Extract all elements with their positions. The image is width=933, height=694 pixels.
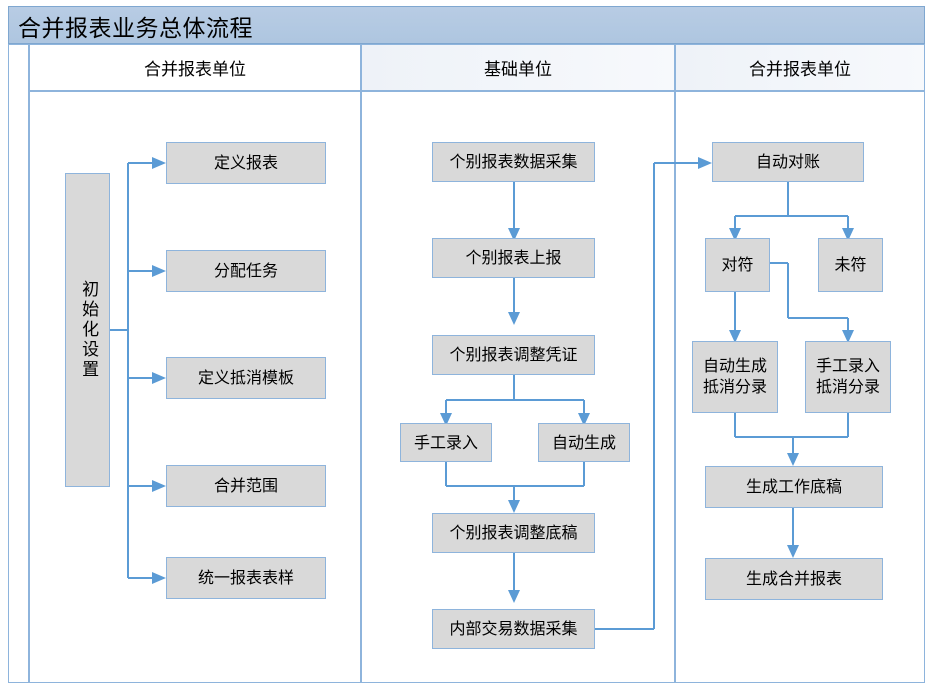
node-auto-generate-offset-entry-line2: 抵消分录 (702, 377, 767, 396)
node-unify-report-form[interactable]: 统一报表表样 (166, 557, 326, 599)
node-generate-merged-report[interactable]: 生成合并报表 (705, 558, 883, 600)
lane-left-strip (8, 44, 29, 683)
node-auto-generate[interactable]: 自动生成 (538, 423, 630, 462)
node-auto-generate-offset-entry[interactable]: 自动生成 抵消分录 (692, 341, 778, 413)
diagram-title-bar (8, 6, 925, 44)
node-manual-entry[interactable]: 手工录入 (400, 423, 492, 462)
node-assign-task[interactable]: 分配任务 (166, 250, 326, 292)
node-unmatched[interactable]: 未符 (818, 238, 883, 292)
node-generate-worksheet[interactable]: 生成工作底稿 (705, 466, 883, 508)
node-define-offset-template[interactable]: 定义抵消模板 (166, 357, 326, 399)
node-collect-individual-data[interactable]: 个别报表数据采集 (432, 142, 595, 182)
node-manual-offset-entry[interactable]: 手工录入 抵消分录 (805, 341, 891, 413)
node-auto-reconcile[interactable]: 自动对账 (712, 142, 864, 182)
node-internal-txn-collect[interactable]: 内部交易数据采集 (432, 609, 595, 649)
node-merge-scope[interactable]: 合并范围 (166, 465, 326, 507)
node-individual-adjust-draft[interactable]: 个别报表调整底稿 (432, 513, 595, 553)
lane-header-middle: 基础单位 (361, 44, 675, 91)
node-auto-generate-offset-entry-line1: 自动生成 (702, 356, 767, 376)
diagram-title: 合并报表业务总体流程 (18, 16, 253, 42)
node-submit-individual-report[interactable]: 个别报表上报 (432, 238, 595, 278)
node-manual-offset-entry-line1: 手工录入 (815, 356, 880, 376)
lane-body-middle (361, 91, 675, 683)
node-matched[interactable]: 对符 (705, 238, 770, 292)
node-define-report[interactable]: 定义报表 (166, 142, 326, 184)
lane-header-right: 合并报表单位 (675, 44, 925, 91)
node-individual-adjust-voucher[interactable]: 个别报表调整凭证 (432, 335, 595, 375)
lane-header-left: 合并报表单位 (29, 44, 361, 91)
node-manual-offset-entry-line2: 抵消分录 (815, 377, 880, 396)
node-init-setup[interactable]: 初始化设置 (65, 173, 110, 487)
